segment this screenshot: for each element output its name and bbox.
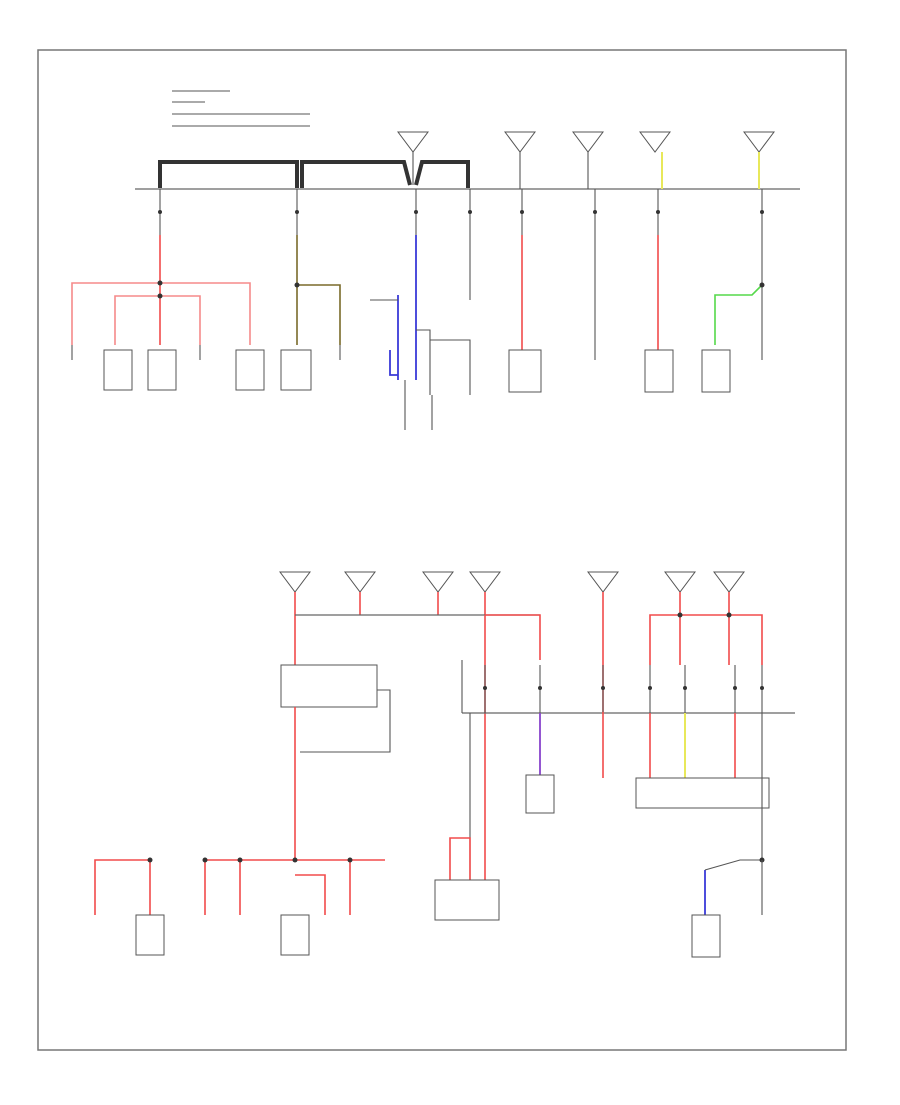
fuse-icon [656, 189, 660, 235]
branch-lower-left [94, 857, 385, 956]
component-box [135, 914, 165, 956]
connector-triangle-icon [713, 571, 745, 593]
branch-blue-group [370, 235, 471, 430]
fuse-icon [760, 189, 764, 235]
connector-triangle-icon [504, 131, 536, 153]
component-box [434, 879, 500, 921]
fuse-icon [760, 665, 764, 713]
component-box [525, 774, 555, 814]
diagram-frame [37, 49, 847, 1051]
connector-triangle-icon [587, 571, 619, 593]
fuse-icon [601, 665, 605, 713]
relay-module [280, 664, 378, 708]
splice-dot-icon [294, 282, 300, 288]
connector-triangle-icon [279, 571, 311, 593]
fuse-icon [593, 189, 597, 235]
splice-dot-icon [347, 857, 353, 863]
fuse-icon [158, 189, 162, 235]
component-box [147, 349, 177, 391]
component-box [280, 914, 310, 956]
component-box [280, 349, 312, 391]
splice-dot-icon [157, 280, 163, 286]
splice-dot-icon [237, 857, 243, 863]
connector-triangle-icon [344, 571, 376, 593]
splice-dot-icon [677, 612, 683, 618]
connector-triangle-icon [743, 131, 775, 153]
branch-olive-group [280, 235, 341, 391]
splice-dot-icon [759, 282, 765, 288]
hot-bus-thick [158, 152, 470, 188]
component-box [103, 349, 133, 391]
fuse-icon [520, 189, 524, 235]
connector-triangle-icon [397, 131, 429, 153]
fuse-icon [648, 665, 652, 713]
fuse-icon [483, 665, 487, 713]
branch-lower-center [434, 837, 500, 921]
bottom-connectors [279, 571, 745, 593]
component-box [691, 914, 721, 958]
component-box [508, 349, 542, 393]
fuses-bottom [483, 665, 764, 713]
fuse-icon [733, 665, 737, 713]
component-box [701, 349, 731, 393]
branch-lower-right [691, 857, 765, 958]
connector-triangle-icon [639, 131, 671, 153]
fuse-icon [295, 189, 299, 235]
connector-triangle-icon [422, 571, 454, 593]
splice-dot-icon [202, 857, 208, 863]
connector-triangle-icon [572, 131, 604, 153]
legend [172, 90, 310, 127]
branch-left-group [71, 235, 265, 391]
fuse-icon [468, 189, 472, 235]
fuse-icon [414, 189, 418, 235]
connector-triangle-icon [469, 571, 501, 593]
module-box [635, 777, 770, 809]
top-connectors [397, 131, 775, 153]
splice-dot-icon [157, 293, 163, 299]
component-box [235, 349, 265, 391]
splice-dot-icon [726, 612, 732, 618]
branch-right-group [508, 235, 765, 393]
fuse-icon [683, 665, 687, 713]
splice-dot-icon [147, 857, 153, 863]
connector-triangle-icon [664, 571, 696, 593]
fuses-top [158, 189, 764, 235]
fuse-icon [538, 665, 542, 713]
component-box [644, 349, 674, 393]
splice-dot-icon [292, 857, 298, 863]
